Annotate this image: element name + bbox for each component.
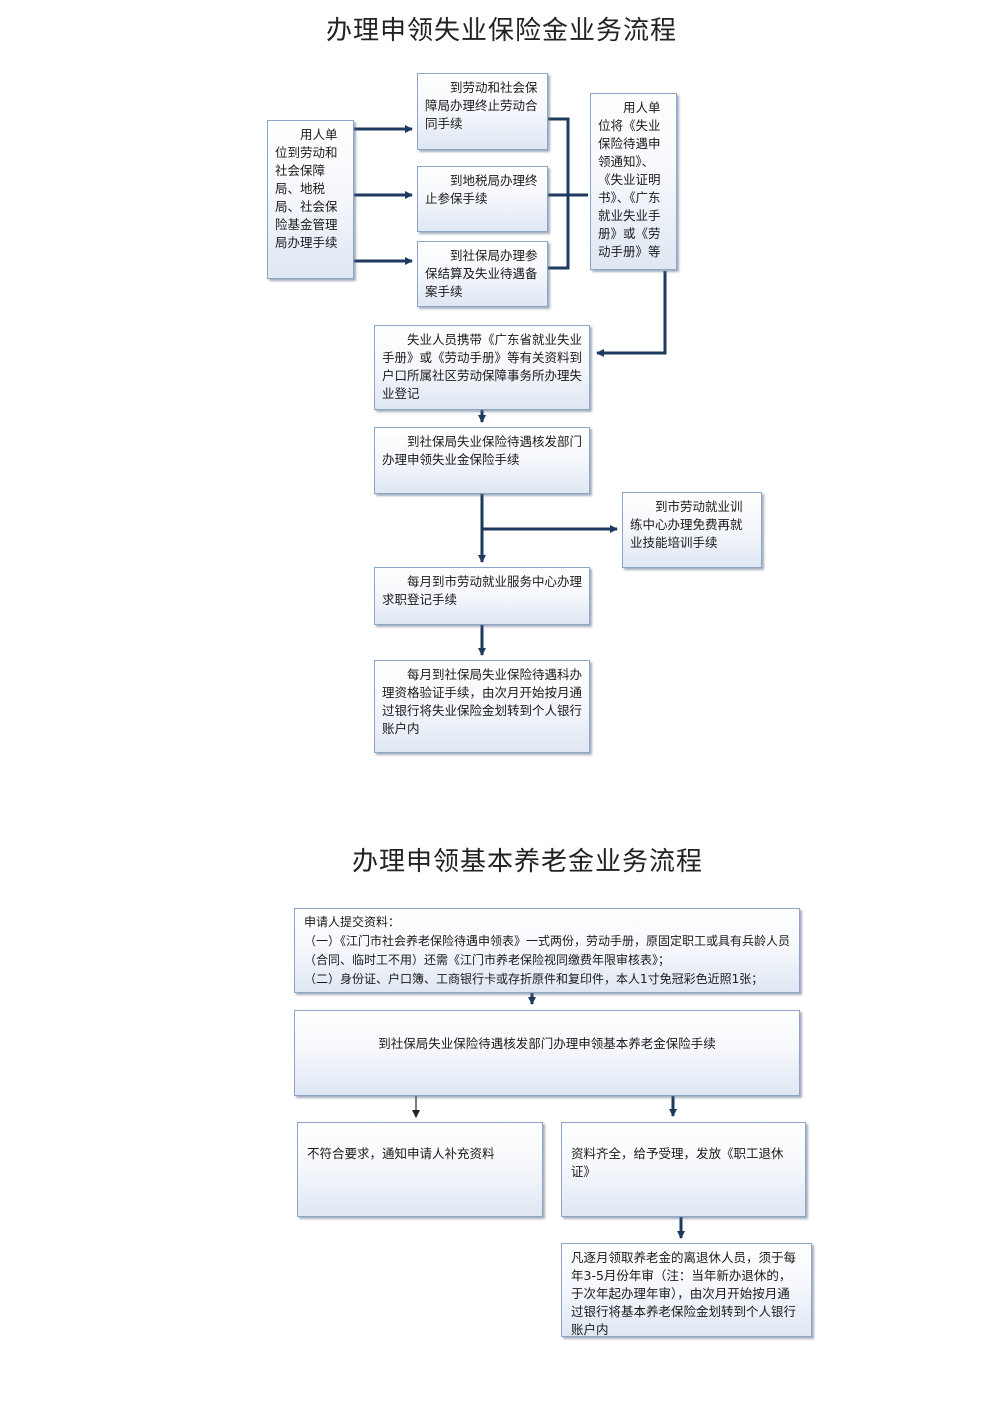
submit-box: 申请人提交资料： （一）《江门市社会养老保险待遇申领表》一式两份，劳动手册，原固… <box>294 908 800 993</box>
step-labor-box: 到劳动和社会保障局办理终止劳动合同手续 <box>417 73 548 150</box>
employer-box-text: 用人单位到劳动和社会保障局、地税局、社会保险基金管理局办理手续 <box>275 127 338 250</box>
register-text: 失业人员携带《广东省就业失业手册》或《劳动手册》等有关资料到户口所属社区劳动保障… <box>382 332 583 401</box>
verify-box: 每月到社保局失业保险待遇科办理资格验证手续，由次月开始按月通过银行将失业保险金划… <box>374 660 590 753</box>
accept-text: 资料齐全，给予受理，发放《职工退休证》 <box>571 1146 784 1179</box>
job-register-text: 每月到市劳动就业服务中心办理求职登记手续 <box>382 574 583 607</box>
reject-text: 不符合要求，通知申请人补充资料 <box>307 1146 495 1161</box>
accept-box: 资料齐全，给予受理，发放《职工退休证》 <box>561 1122 806 1217</box>
job-register-box: 每月到市劳动就业服务中心办理求职登记手续 <box>374 567 590 625</box>
annual-review-box: 凡逐月领取养老金的离退休人员，须于每年3-5月份年审（注：当年新办退休的，于次年… <box>561 1243 812 1337</box>
flow2-title: 办理申领基本养老金业务流程 <box>351 847 703 877</box>
step-social-text: 到社保局办理参保结算及失业待遇备案手续 <box>425 248 538 299</box>
apply-box: 到社保局失业保险待遇核发部门办理申领失业金保险手续 <box>374 427 590 494</box>
training-text: 到市劳动就业训练中心办理免费再就业技能培训手续 <box>630 499 743 550</box>
flow1-title: 办理申领失业保险金业务流程 <box>325 16 677 46</box>
register-box: 失业人员携带《广东省就业失业手册》或《劳动手册》等有关资料到户口所属社区劳动保障… <box>374 325 590 410</box>
employer-docs-box: 用人单位将《失业保险待遇申领通知》、《失业证明书》、《广东就业失业手册》或《劳动… <box>590 93 677 270</box>
submit-line-2: （二）身份证、户口簿、工商银行卡或存折原件和复印件，本人1寸免冠彩色近照1张； <box>304 972 764 986</box>
pension-apply-box: 到社保局失业保险待遇核发部门办理申领基本养老金保险手续 <box>294 1010 800 1096</box>
apply-text: 到社保局失业保险待遇核发部门办理申领失业金保险手续 <box>382 434 583 467</box>
step-tax-text: 到地税局办理终止参保手续 <box>425 173 538 206</box>
verify-text: 每月到社保局失业保险待遇科办理资格验证手续，由次月开始按月通过银行将失业保险金划… <box>382 667 583 736</box>
training-box: 到市劳动就业训练中心办理免费再就业技能培训手续 <box>622 492 762 568</box>
pension-apply-text: 到社保局失业保险待遇核发部门办理申领基本养老金保险手续 <box>378 1036 716 1051</box>
reject-box: 不符合要求，通知申请人补充资料 <box>297 1122 543 1217</box>
submit-heading: 申请人提交资料： <box>304 915 401 929</box>
employer-box: 用人单位到劳动和社会保障局、地税局、社会保险基金管理局办理手续 <box>267 120 354 279</box>
employer-docs-text: 用人单位将《失业保险待遇申领通知》、《失业证明书》、《广东就业失业手册》或《劳动… <box>598 100 661 259</box>
step-tax-box: 到地税局办理终止参保手续 <box>417 166 548 232</box>
annual-review-text: 凡逐月领取养老金的离退休人员，须于每年3-5月份年审（注：当年新办退休的，于次年… <box>571 1250 797 1337</box>
submit-line-1: （一）《江门市社会养老保险待遇申领表》一式两份，劳动手册，原固定职工或具有兵龄人… <box>304 934 791 967</box>
arrow-docs-to-register <box>596 271 667 357</box>
step-labor-text: 到劳动和社会保障局办理终止劳动合同手续 <box>425 80 538 131</box>
step-social-box: 到社保局办理参保结算及失业待遇备案手续 <box>417 241 548 307</box>
